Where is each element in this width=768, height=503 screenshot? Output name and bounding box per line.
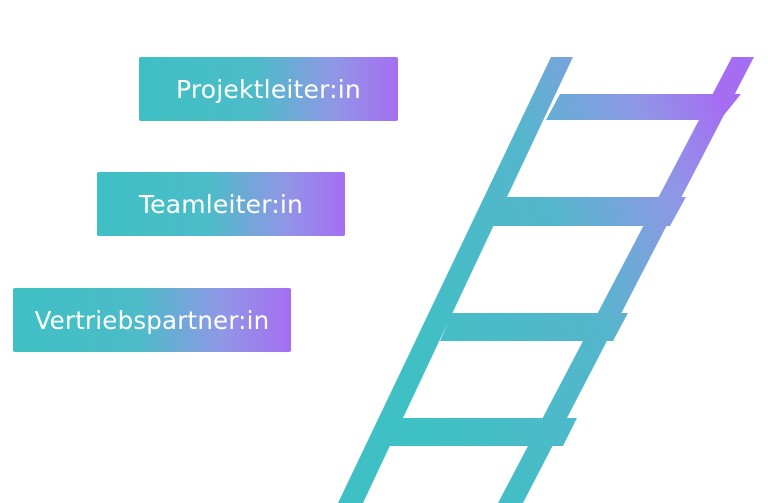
career-level-label: Teamleiter:in [138,189,304,219]
ladder-rung [440,313,628,341]
career-level-vertriebspartner: Vertriebspartner:in [13,288,291,352]
ladder-rung [385,418,577,446]
career-level-teamleiter: Teamleiter:in [97,172,345,236]
ladder-rung [546,94,741,120]
career-level-projektleiter: Projektleiter:in [139,57,398,121]
ladder-right-rail [498,57,754,503]
ladder-rung [492,197,686,226]
career-level-label: Vertriebspartner:in [34,305,270,335]
career-level-label: Projektleiter:in [176,74,361,104]
ladder-left-rail [338,57,573,503]
